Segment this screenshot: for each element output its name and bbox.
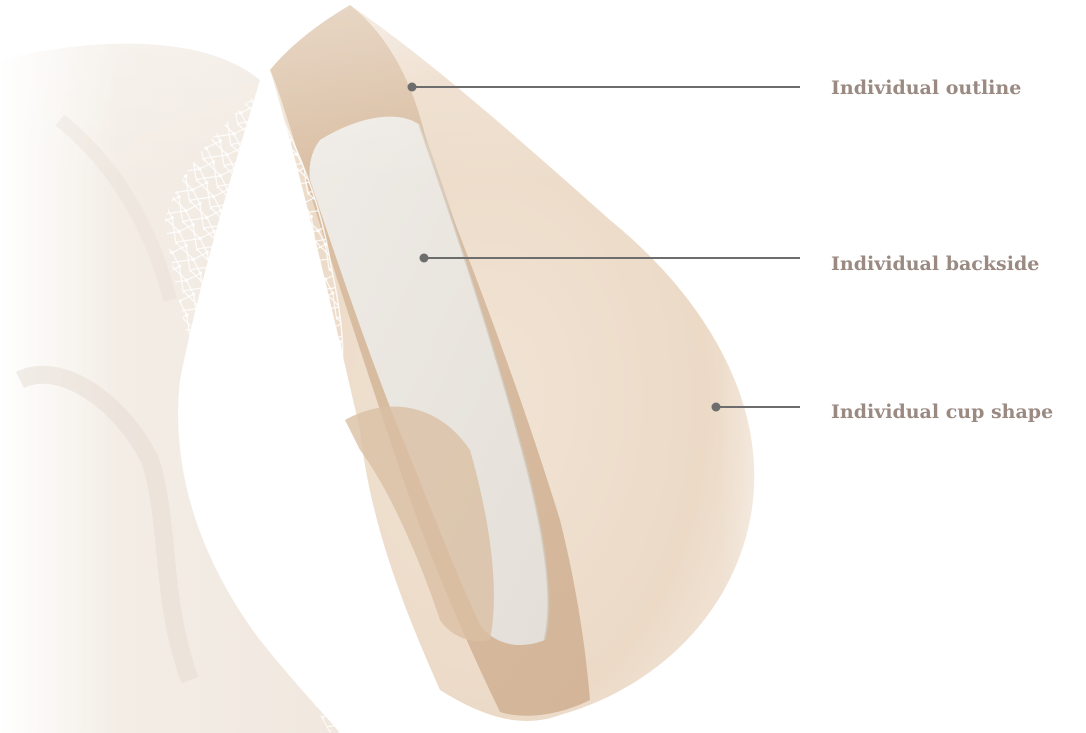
outline-leader-dot xyxy=(408,83,417,92)
backside-leader-dot xyxy=(420,254,429,263)
cupshape-leader-dot xyxy=(712,403,721,412)
callout-label-outline: Individual outline xyxy=(831,79,1021,98)
callout-label-cup-shape: Individual cup shape xyxy=(831,403,1053,422)
callout-label-backside: Individual backside xyxy=(831,255,1039,274)
